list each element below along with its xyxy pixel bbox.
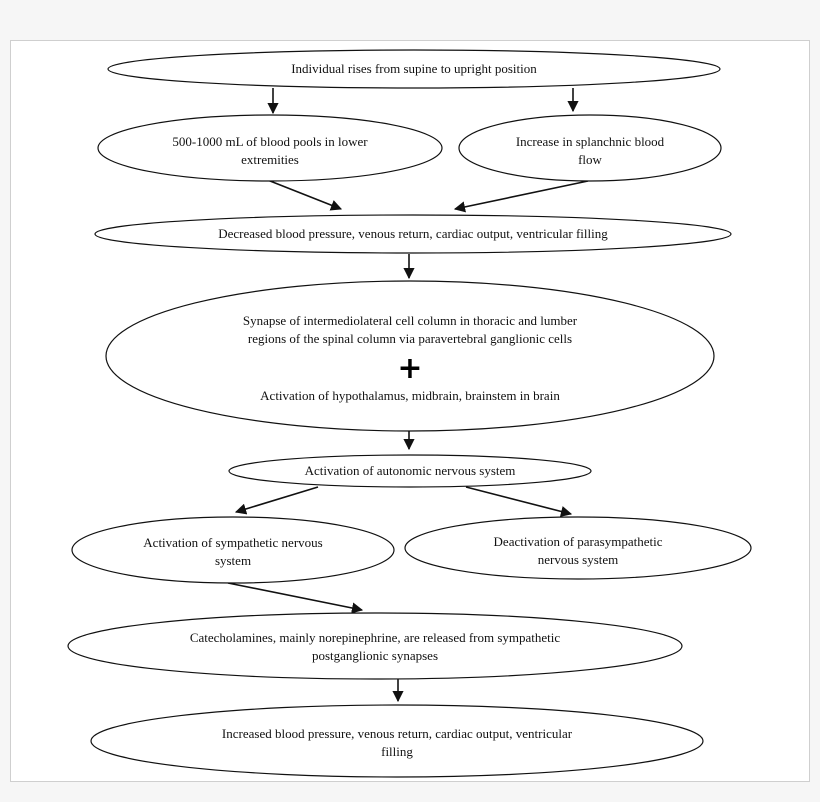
- node-synapse-line-1: Synapse of intermediolateral cell column…: [243, 313, 578, 328]
- node-upright-shape: [107, 49, 721, 89]
- node-increased-bp-line-1: Increased blood pressure, venous return,…: [222, 726, 573, 741]
- node-ans: Activation of autonomic nervous system: [228, 454, 592, 488]
- node-blood-pools-shape: [97, 114, 443, 182]
- node-catecholamines-shape: [67, 612, 683, 680]
- node-catecholamines: Catecholamines, mainly norepinephrine, a…: [67, 612, 683, 680]
- node-splanchnic-line-1: Increase in splanchnic blood: [516, 134, 665, 149]
- node-increased-bp-shape: [90, 704, 704, 778]
- node-increased-bp-line-2: filling: [381, 744, 413, 759]
- node-increased-bp: Increased blood pressure, venous return,…: [90, 704, 704, 778]
- node-ans-shape: [228, 454, 592, 488]
- node-parasympathetic-line-2: nervous system: [538, 552, 619, 567]
- node-parasympathetic: Deactivation of parasympathetic nervous …: [404, 516, 752, 580]
- plus-sign: +: [397, 351, 422, 386]
- node-synapse: Synapse of intermediolateral cell column…: [105, 280, 715, 432]
- node-blood-pools-line-1: 500-1000 mL of blood pools in lower: [172, 134, 368, 149]
- node-catecholamines-line-1: Catecholamines, mainly norepinephrine, a…: [190, 630, 561, 645]
- node-upright-line-1: Individual rises from supine to upright …: [291, 61, 537, 76]
- edge-ans-to-parasympathetic: [465, 486, 573, 517]
- node-decreased-bp-shape: [94, 214, 732, 254]
- node-upright: Individual rises from supine to upright …: [107, 49, 721, 89]
- node-sympathetic-line-1: Activation of sympathetic nervous: [143, 535, 322, 550]
- node-activation-brain-line-1: Activation of hypothalamus, midbrain, br…: [260, 388, 560, 403]
- node-decreased-bp: Decreased blood pressure, venous return,…: [94, 214, 732, 254]
- node-sympathetic: Activation of sympathetic nervous system: [71, 516, 395, 584]
- node-ans-line-1: Activation of autonomic nervous system: [305, 463, 516, 478]
- node-sympathetic-shape: [71, 516, 395, 584]
- edge-ans-to-sympathetic: [234, 486, 319, 515]
- node-parasympathetic-shape: [404, 516, 752, 580]
- node-blood-pools: 500-1000 mL of blood pools in lower extr…: [97, 114, 443, 182]
- edge-blood-pools-to-decreased-bp: [264, 178, 343, 211]
- node-catecholamines-line-2: postganglionic synapses: [312, 648, 438, 663]
- node-splanchnic: Increase in splanchnic blood flow: [458, 114, 722, 182]
- node-decreased-bp-line-1: Decreased blood pressure, venous return,…: [218, 226, 608, 241]
- node-sympathetic-line-2: system: [215, 553, 251, 568]
- node-parasympathetic-line-1: Deactivation of parasympathetic: [494, 534, 663, 549]
- node-splanchnic-shape: [458, 114, 722, 182]
- edge-sympathetic-to-catecholamines: [227, 582, 364, 614]
- node-synapse-line-2: regions of the spinal column via paraver…: [248, 331, 572, 346]
- node-splanchnic-line-2: flow: [578, 152, 602, 167]
- node-synapse-shape: [105, 280, 715, 432]
- edge-splanchnic-to-decreased-bp: [453, 180, 589, 213]
- node-blood-pools-line-2: extremities: [241, 152, 299, 167]
- edges: [227, 88, 589, 703]
